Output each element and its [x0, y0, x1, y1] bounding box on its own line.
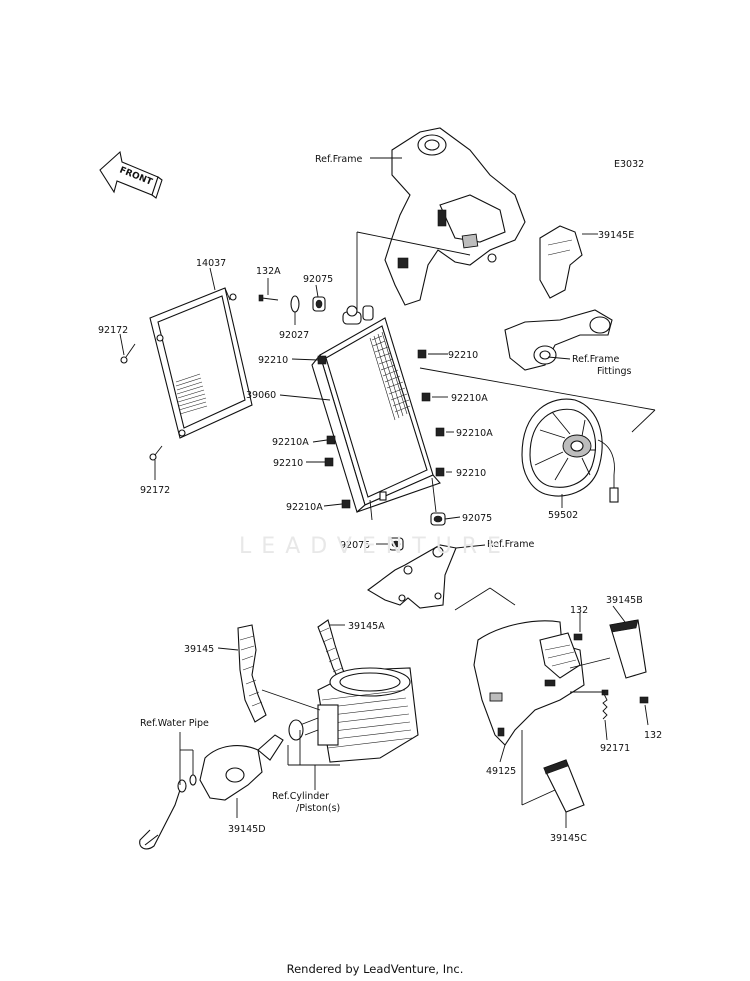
label-49125: 49125: [486, 766, 516, 777]
label-39145: 39145: [184, 644, 214, 655]
clip-92210-right-2: [435, 467, 445, 477]
label-ref-frame-top: Ref.Frame: [315, 154, 362, 165]
leader-lines: [119, 157, 656, 828]
label-132A: 132A: [256, 266, 281, 277]
clip-92210-right-top: [417, 349, 427, 359]
label-92075-left: 92075: [340, 540, 370, 551]
label-39060: 39060: [246, 390, 276, 401]
fan-shroud-49125: [473, 620, 585, 746]
label-92210A-right-2: 92210A: [456, 428, 493, 439]
clip-92210-left-2: [324, 457, 334, 467]
label-92172-top: 92172: [98, 325, 128, 336]
label-14037: 14037: [196, 258, 226, 269]
frame-fittings-reference: [504, 309, 613, 371]
fan-assembly-59502: [521, 398, 619, 503]
label-ref-frame-fittings-1: Ref.Frame: [572, 354, 619, 365]
part-labels: Ref.Frame 39145E 14037 132A 92075 92172 …: [98, 154, 662, 844]
label-92172-bottom: 92172: [140, 485, 170, 496]
spring-92171: [601, 689, 609, 720]
label-92075-top: 92075: [303, 274, 333, 285]
label-92075-right: 92075: [462, 513, 492, 524]
clip-92210-left-top: [317, 355, 327, 365]
label-39145B: 39145B: [606, 595, 643, 606]
screw-92172-bottom: [149, 445, 163, 461]
cover-39145: [237, 624, 267, 723]
label-59502: 59502: [548, 510, 578, 521]
footer-credit: Rendered by LeadVenture, Inc.: [286, 962, 464, 976]
label-ref-water-pipe: Ref.Water Pipe: [140, 718, 209, 729]
radiator-fins: [369, 331, 411, 421]
grommet-92075-top: [312, 296, 326, 312]
label-92210A-right-1: 92210A: [451, 393, 488, 404]
label-ref-cylinder-2: /Piston(s): [296, 803, 340, 814]
label-92210-left-1: 92210: [258, 355, 288, 366]
radiator-39060: [311, 305, 441, 521]
diagram-code: E3032: [614, 159, 644, 170]
frame-bracket-reference: [367, 544, 457, 609]
label-ref-cylinder-1: Ref.Cylinder: [272, 791, 329, 802]
front-direction-badge: FRONT: [99, 150, 163, 199]
clip-92210A-left-1: [326, 435, 336, 445]
label-92210-left-2: 92210: [273, 458, 303, 469]
screw-132-top: [573, 633, 583, 641]
label-ref-frame-fittings-2: Fittings: [597, 366, 632, 377]
label-92210A-left-1: 92210A: [272, 437, 309, 448]
label-92171: 92171: [600, 743, 630, 754]
screw-132-bottom: [639, 696, 649, 704]
water-pipe-reference: [139, 774, 197, 850]
grommet-92075-left: [388, 537, 404, 551]
label-132-bottom: 132: [644, 730, 662, 741]
clip-92210A-right-2: [435, 427, 445, 437]
label-92210-right-1: 92210: [448, 350, 478, 361]
watermark: LEADVENTURE: [239, 534, 511, 559]
clip-92210A-left-2: [341, 499, 351, 509]
cover-39145B: [609, 619, 647, 679]
clip-92210A-right-1: [421, 392, 431, 402]
bolt-132A: [258, 294, 279, 302]
grommet-92075-right: [430, 512, 446, 526]
label-39145C: 39145C: [550, 833, 587, 844]
washer-92027: [290, 295, 300, 313]
cover-39145D: [199, 734, 284, 801]
label-92210A-left-2: 92210A: [286, 502, 323, 513]
label-92027: 92027: [279, 330, 309, 341]
label-ref-frame-mid: Ref.Frame: [487, 539, 534, 550]
cylinder-reference: [288, 667, 419, 763]
label-39145E: 39145E: [598, 230, 634, 241]
label-132-top: 132: [570, 605, 588, 616]
frame-reference-part: [384, 127, 526, 306]
label-92210-right-2: 92210: [456, 468, 486, 479]
guard-mesh: [175, 373, 208, 415]
label-39145A: 39145A: [348, 621, 385, 632]
screw-92172-top: [120, 343, 136, 364]
cover-39145C: [543, 759, 585, 813]
label-39145D: 39145D: [228, 824, 266, 835]
shroud-39145E: [539, 225, 583, 299]
radiator-guard-14037: [149, 287, 253, 439]
